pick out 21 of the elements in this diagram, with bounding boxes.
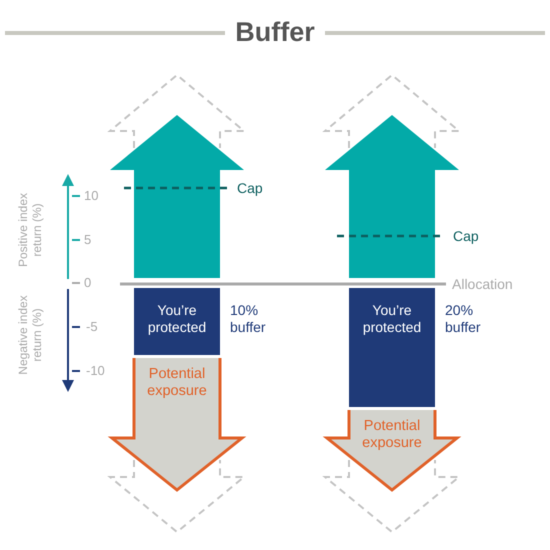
down-arrow [325,410,459,492]
protection-text: You’re protected [146,302,208,336]
down-arrow [110,358,244,492]
protection-text: You’re protected [362,302,422,336]
exposure-text: Potential exposure [361,418,423,452]
tick-label: -5 [86,318,98,336]
cap-label: Cap [453,227,479,245]
cap-label: Cap [237,179,263,197]
axis-title: Positive index return (%) [16,192,44,270]
tick-label: 5 [84,231,92,249]
title: Buffer [234,16,316,48]
buffer-text: 20% buffer [445,302,482,336]
allocation-label: Allocation [452,275,513,293]
tick-label: 10 [84,187,98,205]
axis-title: Negative index return (%) [16,294,44,377]
tick-label: 0 [84,274,92,292]
exposure-text: Potential exposure [146,366,208,400]
protection-box [349,288,435,407]
tick-label: -10 [86,362,105,380]
buffer-text: 10% buffer [230,302,267,336]
protection-box [134,288,220,355]
